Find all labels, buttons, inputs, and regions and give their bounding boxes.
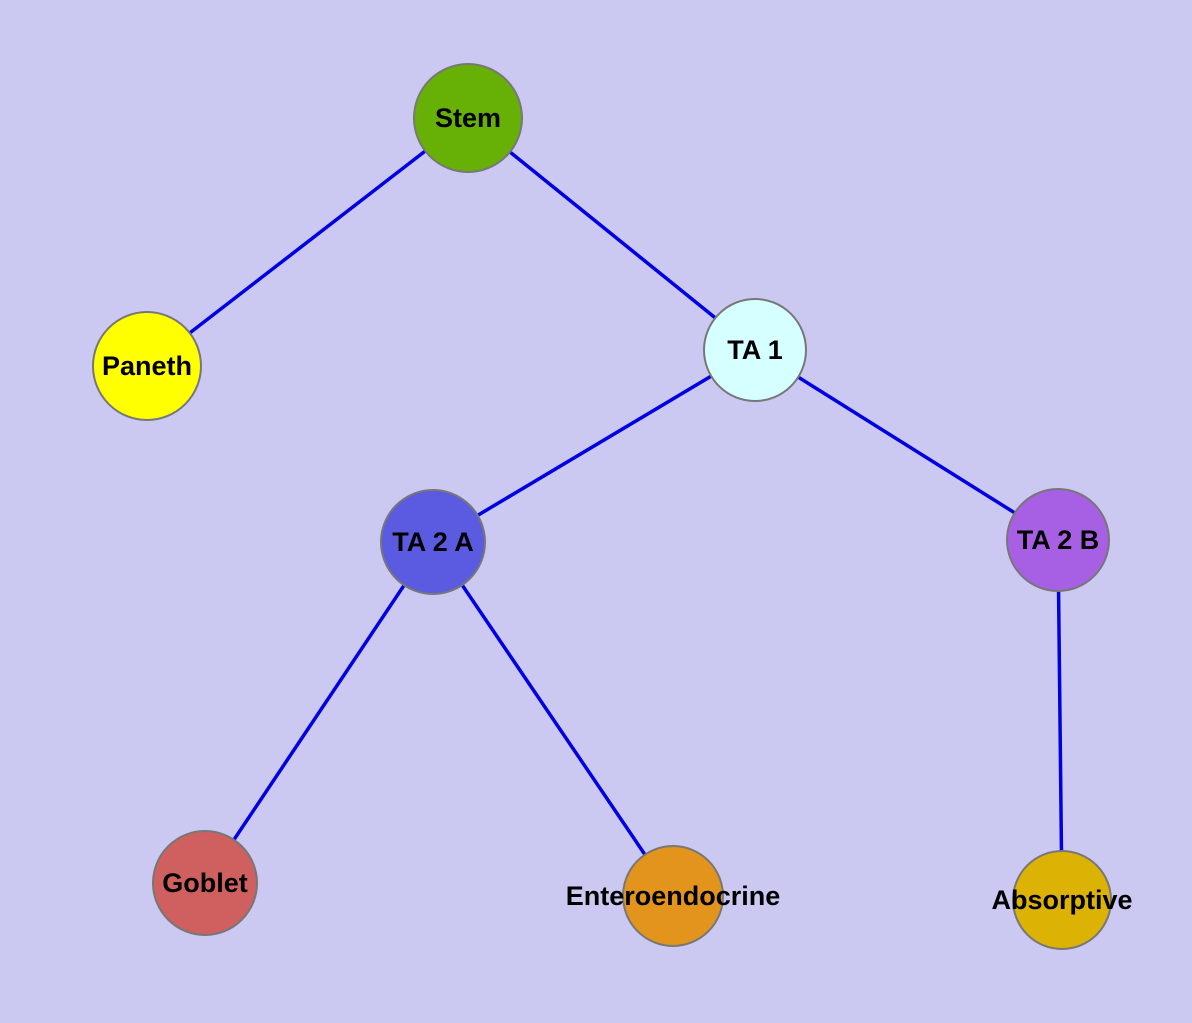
edge-stem-paneth [145,116,470,368]
node-stem-label: Stem [434,102,502,133]
node-absorptive[interactable]: Absorptive [991,850,1133,950]
node-ta2a-label: TA 2 A [392,526,474,557]
edge-stem-ta1 [466,116,757,352]
edge-ta1-ta2a [432,348,756,544]
node-ta2b[interactable]: TA 2 B [1006,488,1110,592]
node-ta2b-label: TA 2 B [1016,524,1100,555]
node-goblet[interactable]: Goblet [152,830,258,936]
node-ta1[interactable]: TA 1 [703,298,807,402]
node-enteroendocrine[interactable]: Enteroendocrine [566,845,780,947]
node-goblet-label: Goblet [162,867,248,898]
node-stem[interactable]: Stem [413,63,523,173]
edge-ta1-ta2b [754,348,1059,542]
node-ta2a[interactable]: TA 2 A [380,489,486,595]
node-absorptive-label: Absorptive [991,884,1133,915]
edge-ta2b-absorptive [1056,539,1064,901]
node-ta1-label: TA 1 [727,334,783,365]
edge-ta2a-enteroendocrine [431,541,675,897]
node-enteroendocrine-label: Enteroendocrine [565,880,781,911]
edge-ta2a-goblet [203,541,435,884]
node-paneth[interactable]: Paneth [92,311,202,421]
node-paneth-label: Paneth [101,350,193,381]
